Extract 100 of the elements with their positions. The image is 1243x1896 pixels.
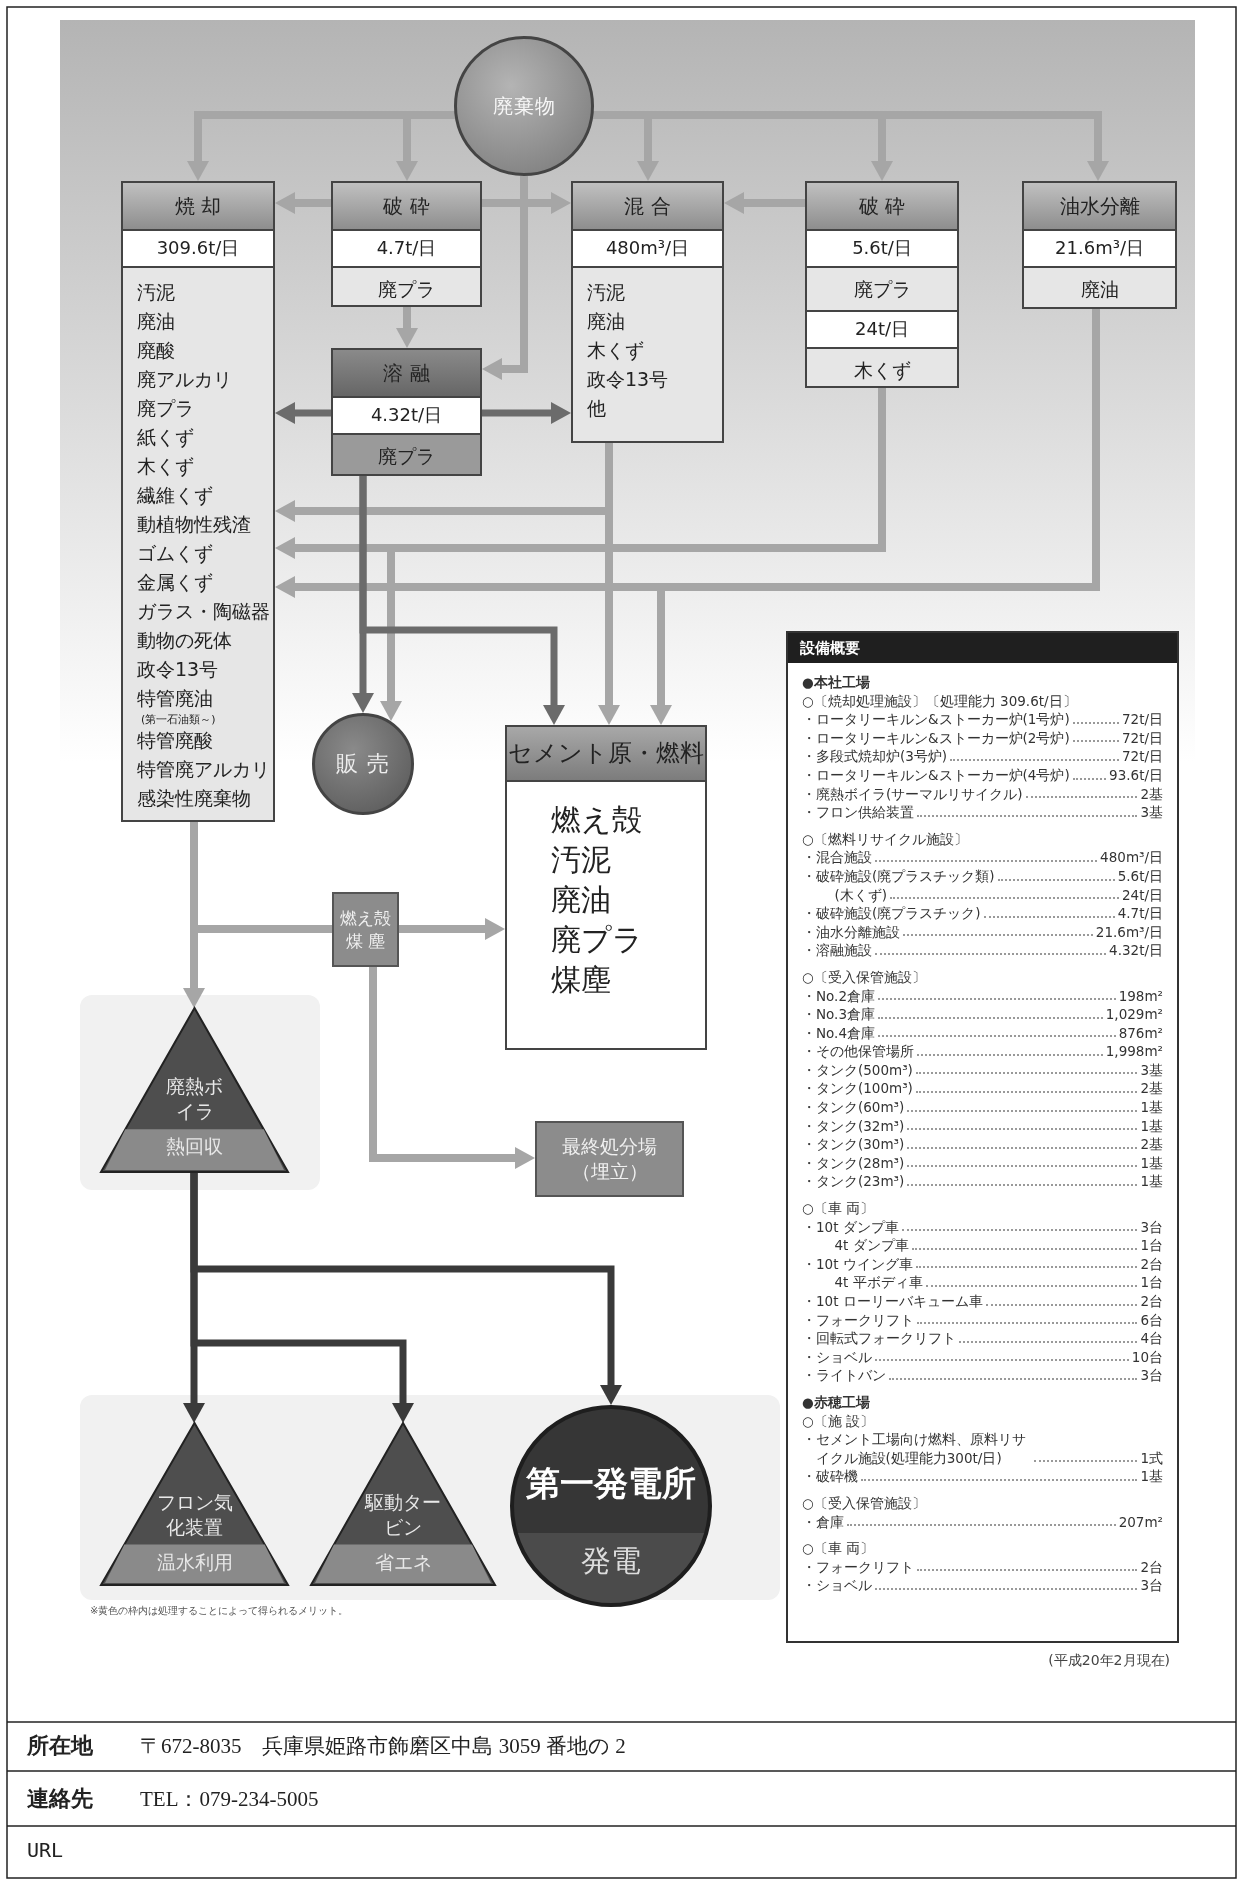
- arrow: [396, 307, 418, 348]
- material-name: 政令13号: [136, 657, 220, 682]
- item-value: 1台: [1140, 1236, 1163, 1255]
- section-heading: ●本社工場: [802, 673, 871, 692]
- item-value: 3基: [1140, 1060, 1163, 1080]
- material-name: 動植物性残渣: [136, 512, 252, 537]
- item-value: 3台: [1140, 1576, 1163, 1595]
- table-title: 設備概要: [788, 633, 1177, 663]
- item-value: 1基: [1140, 1172, 1163, 1192]
- material-name: 廃アルカリ: [136, 367, 233, 392]
- item-label: ・溶融施設: [802, 941, 872, 960]
- item-label: ・油水分離施設: [802, 922, 900, 942]
- item-value: 2基: [1140, 784, 1163, 804]
- arrow: [359, 476, 565, 725]
- item-label: ・10t ウイング車: [802, 1254, 913, 1274]
- band-label: 省エネ: [373, 1549, 433, 1575]
- material-name: 金属くず: [136, 570, 214, 595]
- item-value: 93.6t/日: [1109, 765, 1163, 785]
- material-name: 特管廃油: [136, 686, 214, 711]
- group-heading: ○〔受入保管施設〕: [802, 1493, 927, 1513]
- item-value: 3台: [1140, 1366, 1163, 1385]
- node-label: 第一発電所: [525, 1462, 697, 1505]
- material-name: 煤塵: [550, 961, 612, 999]
- item-value: 72t/日: [1121, 710, 1163, 729]
- band-label: 熱回収: [165, 1134, 224, 1160]
- node-label: 駆動タービン: [363, 1489, 442, 1540]
- material-name: 廃油: [586, 309, 626, 334]
- arrow: [482, 192, 571, 214]
- node-label: 廃棄物: [492, 92, 556, 120]
- item-value: 72t/日: [1121, 728, 1163, 748]
- item-label: 4t ダンプ車: [834, 1236, 909, 1255]
- item-label: 4t 平ボディ車: [834, 1273, 923, 1292]
- material-name: 廃プラ: [550, 921, 644, 959]
- field-label: URL: [27, 1838, 64, 1862]
- item-label: ・フォークリフト: [802, 1557, 914, 1577]
- flow-box: [505, 725, 707, 1050]
- item-value: 198m²: [1118, 986, 1163, 1006]
- material-name: 汚泥: [136, 280, 176, 305]
- item-label: ・フォークリフト: [802, 1310, 914, 1330]
- item-value: 2基: [1140, 1135, 1163, 1154]
- item-label: ・タンク(60m³): [802, 1098, 905, 1117]
- item-label: ・10t ローリーバキューム車: [802, 1292, 983, 1311]
- item-label: ・No.4倉庫: [802, 1023, 875, 1043]
- item-value: 1基: [1140, 1153, 1163, 1173]
- item-value: 4.32t/日: [1109, 941, 1163, 960]
- item-label: ・破砕施設(廃プラスチック): [802, 904, 981, 923]
- node-label: フロン気化装置: [155, 1489, 234, 1540]
- item-label: ・倉庫: [802, 1512, 844, 1532]
- item-label: ・その他保管場所: [802, 1042, 914, 1061]
- arrow: [275, 192, 331, 214]
- material-name: 廃酸: [136, 338, 176, 363]
- process-box: [535, 1121, 684, 1197]
- item-label: ・破砕機: [802, 1467, 858, 1486]
- item-value: 1台: [1140, 1273, 1163, 1292]
- material-name: 廃油: [136, 309, 176, 334]
- item-label: ・ライトバン: [802, 1366, 886, 1385]
- arrow: [190, 1172, 622, 1405]
- item-label: ・タンク(30m³): [802, 1135, 905, 1154]
- item-value: 1,029m²: [1105, 1005, 1163, 1024]
- triangle-node: [101, 1423, 288, 1585]
- item-value: 480m³/日: [1100, 848, 1163, 867]
- item-value: 1式: [1140, 1448, 1163, 1468]
- item-label: ・タンク(100m³): [802, 1079, 913, 1099]
- group-heading: ○〔施 設〕: [802, 1411, 876, 1431]
- item-label: ・タンク(500m³): [802, 1060, 913, 1080]
- material-name: 繊維くず: [136, 483, 214, 508]
- material-name: 木くず: [586, 338, 645, 363]
- box-label: 煤 塵: [345, 929, 386, 952]
- flow-box: [331, 348, 482, 476]
- item-value: 24t/日: [1121, 885, 1163, 905]
- phone-text: TEL：079-234-5005: [140, 1786, 319, 1813]
- section-heading: ●赤穂工場: [802, 1392, 871, 1412]
- material-name: 特管廃酸: [136, 728, 214, 753]
- arrow: [482, 402, 571, 424]
- rate-cell: 480m³/日: [573, 229, 722, 268]
- rate-cell: 4.32t/日: [333, 396, 480, 435]
- group-heading: ○〔焼却処理施設〕〔処理能力 309.6t/日〕: [802, 691, 1078, 711]
- material-name: 木くず: [852, 358, 912, 383]
- item-label: ・タンク(28m³): [802, 1153, 905, 1173]
- item-label: ・破砕施設(廃プラスチック類): [802, 866, 995, 886]
- box-header: 油水分離: [1024, 183, 1175, 229]
- material-name: 他: [586, 396, 607, 421]
- item-value: 10台: [1131, 1347, 1163, 1367]
- item-label: ・ロータリーキルン&ストーカー炉(4号炉): [802, 765, 1070, 785]
- material-name: 廃油: [550, 881, 612, 919]
- item-label: ・回転式フォークリフト: [802, 1329, 956, 1348]
- material-name: 政令13号: [586, 367, 670, 392]
- item-value: 3台: [1140, 1217, 1163, 1237]
- item-label: ・ロータリーキルン&ストーカー炉(2号炉): [802, 728, 1070, 748]
- item-label: ・10t ダンプ車: [802, 1217, 899, 1237]
- material-name: 感染性廃棄物: [136, 786, 252, 811]
- band-label: 温水利用: [155, 1549, 234, 1575]
- item-value: 2基: [1140, 1079, 1163, 1099]
- item-value: 1,998m²: [1105, 1042, 1163, 1061]
- item-value: 1基: [1140, 1116, 1163, 1136]
- item-label: ・多段式焼却炉(3号炉): [802, 747, 948, 766]
- box-header: セメント原・燃料: [507, 727, 705, 782]
- group-heading: ○〔車 両〕: [802, 1199, 876, 1218]
- item-label: ・No.3倉庫: [802, 1005, 875, 1024]
- triangle-node: [101, 1008, 288, 1172]
